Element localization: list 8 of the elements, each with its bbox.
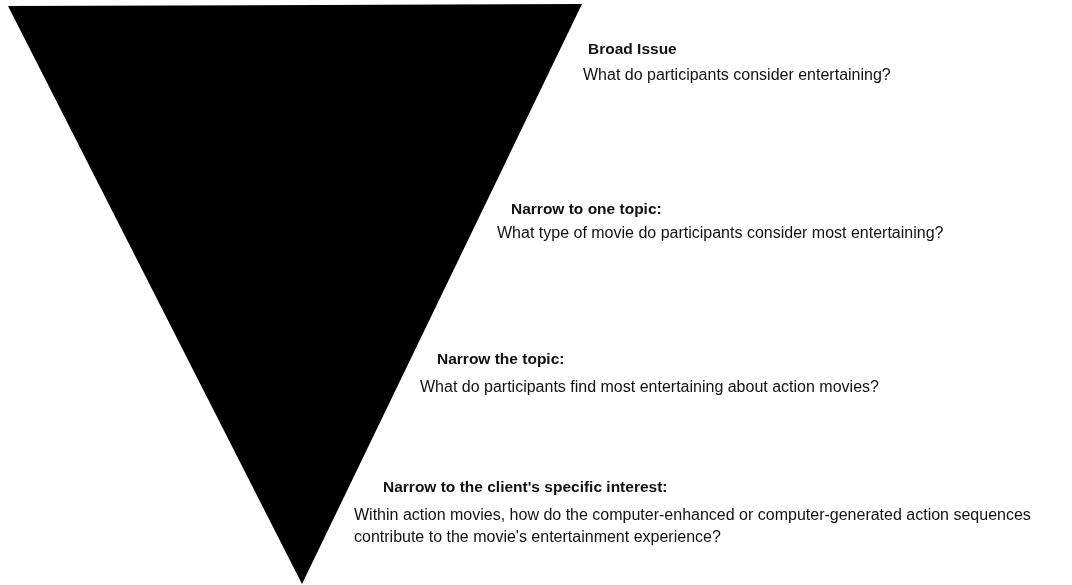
- level-heading: Narrow the topic:: [437, 349, 565, 369]
- level-heading: Broad Issue: [588, 39, 677, 59]
- level-heading: Narrow to one topic:: [511, 199, 662, 219]
- level-question: What do participants consider entertaining?: [583, 65, 891, 85]
- level-heading: Narrow to the client's specific interest:: [383, 477, 668, 497]
- level-question: Within action movies, how do the computer-enhanced or computer-generated action sequences contribute to the movie's entertainment experience?: [354, 505, 1032, 547]
- level-question: What type of movie do participants consider most entertaining?: [497, 223, 944, 243]
- level-question: What do participants find most entertaining about action movies?: [420, 377, 879, 397]
